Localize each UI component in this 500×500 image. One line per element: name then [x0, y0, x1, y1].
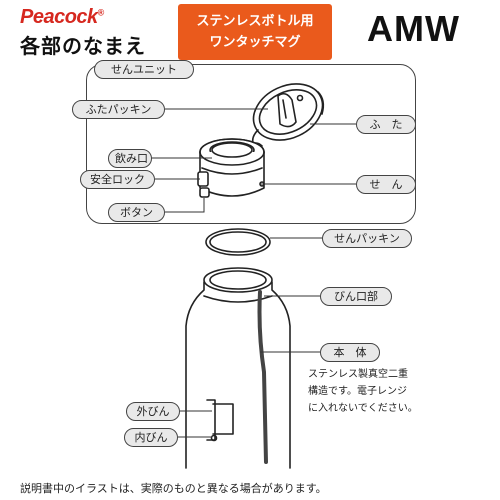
- stopper-drawing: [197, 138, 265, 198]
- button-label: ボタン: [108, 203, 165, 222]
- lid-packing-label: ふたパッキン: [72, 100, 165, 119]
- registered-mark: ®: [97, 7, 105, 18]
- body-label: 本 体: [320, 343, 380, 362]
- product-badge: ステンレスボトル用 ワンタッチマグ: [178, 4, 332, 60]
- lid-label: ふ た: [356, 115, 416, 134]
- body-note: ステンレス製真空二重 構造です。電子レンジ に入れないでください。: [308, 366, 488, 417]
- spout-label: 飲み口: [108, 149, 152, 168]
- stopper-packing-label: せんパッキン: [322, 229, 412, 248]
- body-note-line-1: ステンレス製真空二重: [308, 369, 408, 380]
- brand-logo: Peacock®: [20, 6, 105, 28]
- outer-bottle-label: 外びん: [126, 402, 180, 421]
- bottle-body-drawing: [185, 267, 291, 469]
- disclaimer: 説明書中のイラストは、実際のものと異なる場合があります。: [20, 482, 327, 495]
- stopper-label: せ ん: [356, 175, 416, 194]
- body-note-line-2: 構造です。電子レンジ: [308, 386, 407, 397]
- product-line-2: ワンタッチマグ: [209, 35, 301, 50]
- inner-bottle-label: 内びん: [124, 428, 178, 447]
- stopper-packing-drawing: [205, 228, 271, 256]
- model-name: AMW: [367, 8, 460, 49]
- body-note-line-3: に入れないでください。: [308, 403, 418, 414]
- page-title: 各部のなまえ: [20, 34, 146, 58]
- product-line-1: ステンレスボトル用: [196, 14, 314, 29]
- unit-frame: [86, 64, 416, 224]
- unit-label: せんユニット: [94, 60, 194, 79]
- lid-drawing: [251, 83, 325, 147]
- safety-lock-label: 安全ロック: [80, 170, 155, 189]
- mouth-label: びん口部: [320, 287, 392, 306]
